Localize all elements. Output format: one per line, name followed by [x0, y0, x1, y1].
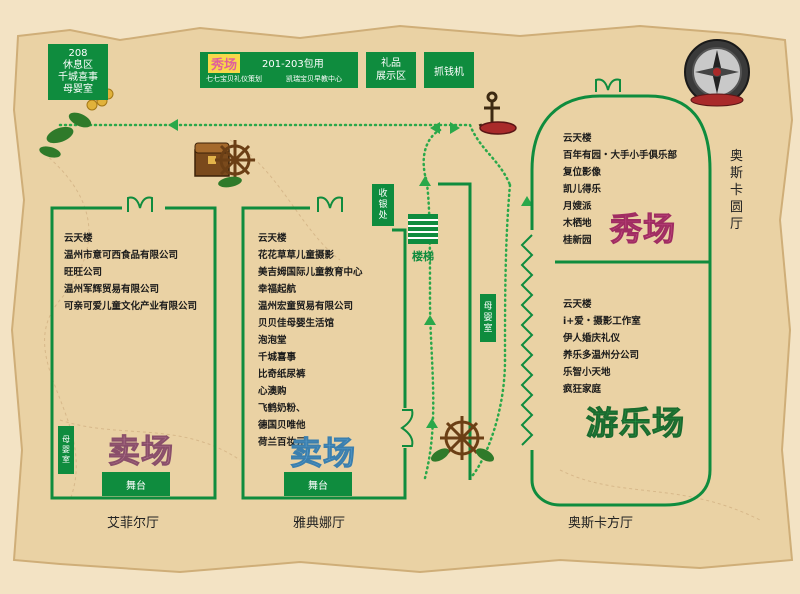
path-arrow [419, 176, 431, 186]
lounge-line1: 208 [68, 48, 88, 59]
path-arrow [424, 315, 436, 325]
compass-icon [684, 39, 750, 107]
hall-right-zone-top: 秀场 [609, 210, 677, 249]
exhibitor: 复位影像 [563, 167, 602, 178]
gift-line2: 展示区 [376, 71, 406, 82]
ship-wheel-icon [215, 140, 255, 180]
stairs-block [408, 182, 472, 480]
hall-walls [50, 94, 712, 507]
gift-area-box: 礼品 展示区 [366, 52, 416, 88]
exhibitor: 温州市意可西食品有限公司 [64, 250, 179, 261]
exhibitor: 木栖地 [563, 218, 592, 229]
show-right-org: 凯瑞宝贝早教中心 [286, 75, 342, 83]
exhibitor: 云天楼 [563, 133, 592, 144]
nursing-room-left-label: 母婴室 [62, 435, 70, 464]
claw-machine-label: 抓钱机 [434, 66, 464, 78]
lounge-line3: 千城喜事 [58, 72, 98, 83]
exhibitor: 云天楼 [563, 299, 592, 310]
exhibitor: 温州军辉贸易有限公司 [64, 284, 160, 295]
doors [127, 78, 621, 447]
stairs-label: 楼梯 [412, 250, 434, 263]
show-badge: 秀场 [208, 54, 241, 73]
cashier-box: 收银处 [372, 184, 394, 226]
exhibitor: 花花草草儿童摄影 [258, 250, 335, 261]
exhibitor: 百年有园・大手小手俱乐部 [563, 150, 678, 161]
stage-left-label: 舞台 [126, 480, 146, 492]
hall-mid-wall-right [392, 228, 407, 408]
path-arrow [430, 122, 440, 134]
claw-machine-box: 抓钱机 [424, 52, 474, 88]
exhibitor: 养乐多温州分公司 [563, 350, 640, 361]
exhibitor: 云天楼 [258, 233, 287, 244]
path-arrow [521, 196, 533, 206]
exhibitor: 乐智小天地 [563, 367, 611, 378]
exhibitor: 贝贝佳母婴生活馆 [258, 318, 335, 329]
hall-right-wall [530, 94, 712, 507]
exhibitor: 比奇纸尿裤 [258, 369, 306, 380]
exhibitor: 幸福起航 [258, 284, 297, 295]
hall-mid-zone: 卖场 [289, 434, 357, 473]
hall-mid-exhibitors: 云天楼 花花草草儿童摄影 美吉姆国际儿童教育中心 幸福起航 温州宏童贸易有限公司… [258, 230, 363, 451]
hall-left-name: 艾菲尔厅 [107, 516, 160, 531]
exhibitor: i+爱・摄影工作室 [563, 316, 641, 327]
exhibitor: 可亲可爱儿童文化产业有限公司 [64, 301, 198, 312]
nursing-room-mid-label: 母婴室 [483, 301, 493, 334]
hall-right-name: 奥斯卡方厅 [568, 516, 634, 531]
hall-mid-name: 雅典娜厅 [293, 516, 346, 531]
door-mid [317, 196, 343, 212]
exhibitor: 月嫂派 [563, 201, 592, 212]
hall-left-zone: 卖场 [107, 432, 175, 471]
exhibitor: 温州宏童贸易有限公司 [258, 301, 354, 312]
exhibitor: 泡泡堂 [258, 335, 287, 346]
exhibitor: 桂新园 [563, 235, 592, 246]
lounge-208-box: 208 休息区 千城喜事 母婴室 [48, 44, 108, 100]
stage-mid-box: 舞台 [284, 472, 352, 496]
hall-left-wall [50, 206, 217, 500]
path-arrow [426, 418, 438, 428]
exhibitor: 心澳购 [258, 386, 287, 397]
gift-line1: 礼品 [381, 58, 401, 69]
hall-right-exhibitors-bottom: 云天楼 i+爱・摄影工作室 伊人婚庆礼仪 养乐多温州分公司 乐智小天地 疯狂家庭 [563, 296, 641, 398]
lounge-line2: 休息区 [63, 60, 93, 71]
path-arrow [450, 122, 460, 134]
show-rooms: 201-203包用 [262, 59, 324, 70]
exhibitor: 美吉姆国际儿童教育中心 [258, 267, 363, 278]
door-left [127, 196, 153, 212]
stage-left-box: 舞台 [102, 472, 170, 496]
cashier-label: 收银处 [378, 188, 388, 221]
stage-mid-label: 舞台 [308, 480, 328, 492]
hall-right-zone-bottom: 游乐场 [585, 404, 686, 443]
path-arrows [168, 119, 533, 428]
exhibitor: 千城喜事 [258, 352, 297, 363]
exhibitor: 疯狂家庭 [563, 384, 602, 395]
show-left-org: 七七宝贝礼仪策划 [206, 75, 262, 83]
zigzag-wall [520, 234, 534, 446]
hall-right-exhibitors-top: 云天楼 百年有园・大手小手俱乐部 复位影像 凯儿得乐 月嫂派 木栖地 桂新园 [563, 130, 677, 249]
exhibitor: 伊人婚庆礼仪 [563, 333, 621, 344]
path-arrow [168, 119, 178, 131]
oscar-round-hall-label: 奥斯卡圆厅 [730, 149, 744, 232]
anchor-icon [478, 91, 517, 135]
nursing-room-left-box: 母婴室 [58, 426, 74, 474]
nursing-room-mid-box: 母婴室 [480, 294, 496, 342]
exhibitor: 旺旺公司 [64, 267, 103, 278]
exhibitor: 荷兰百妆元 [258, 437, 306, 448]
exhibitor: 德国贝唯他 [258, 420, 306, 431]
door-right [595, 78, 621, 92]
door-mid-right [400, 409, 414, 447]
show-banner: 秀场 201-203包用 七七宝贝礼仪策划 凯瑞宝贝早教中心 [200, 52, 358, 88]
exhibitor: 凯儿得乐 [563, 184, 602, 195]
hall-left-exhibitors: 云天楼 温州市意可西食品有限公司 旺旺公司 温州军辉贸易有限公司 可亲可爱儿童文… [64, 230, 197, 315]
hall-mid-wall [241, 206, 407, 500]
ship-wheel-bottom-icon [440, 416, 484, 460]
exhibitor: 飞鹤奶粉、 [258, 403, 306, 414]
exhibitor: 云天楼 [64, 233, 93, 244]
lounge-line4: 母婴室 [63, 84, 93, 95]
plant-icon [39, 112, 495, 462]
